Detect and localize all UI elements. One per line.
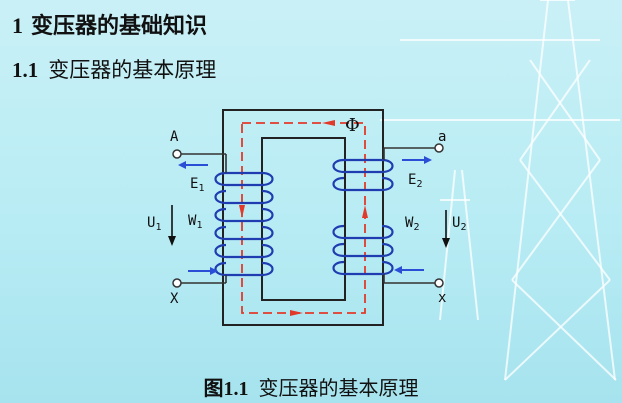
label-E2: E2 (408, 172, 422, 190)
figure-number: 图1.1 (203, 378, 249, 400)
figure-caption: 图1.1 变压器的基本原理 (0, 372, 622, 401)
current-arrows (178, 156, 432, 275)
label-X: X (170, 291, 179, 307)
label-A: A (170, 129, 179, 145)
section-number: 1 (12, 13, 23, 38)
label-E1: E1 (190, 176, 204, 194)
subsection-title: 变压器的基本原理 (48, 58, 217, 82)
secondary-leads (383, 147, 436, 284)
flux-label: Φ (345, 115, 360, 136)
secondary-winding (332, 158, 394, 276)
section-heading: 1 变压器的基础知识 (12, 8, 207, 40)
terminal-A (172, 149, 182, 159)
section-title: 变压器的基础知识 (31, 14, 208, 39)
subsection-heading: 1.1 变压器的基本原理 (12, 54, 216, 84)
terminal-X (172, 278, 182, 288)
label-W1: W1 (188, 213, 202, 231)
transformer-core (222, 109, 384, 326)
terminal-x (434, 278, 444, 288)
terminal-a (434, 143, 444, 153)
label-U1: U1 (147, 215, 161, 233)
magnetic-flux-path (239, 120, 368, 316)
label-W2: W2 (405, 215, 419, 233)
voltage-arrows (168, 205, 450, 248)
primary-winding (214, 171, 274, 277)
label-x: x (438, 290, 446, 306)
power-pylon-icon (380, 0, 620, 381)
primary-leads (180, 153, 227, 284)
label-a: a (438, 129, 446, 145)
figure-title: 变压器的基本原理 (258, 376, 419, 400)
subsection-number: 1.1 (12, 58, 39, 82)
label-U2: U2 (452, 215, 466, 233)
